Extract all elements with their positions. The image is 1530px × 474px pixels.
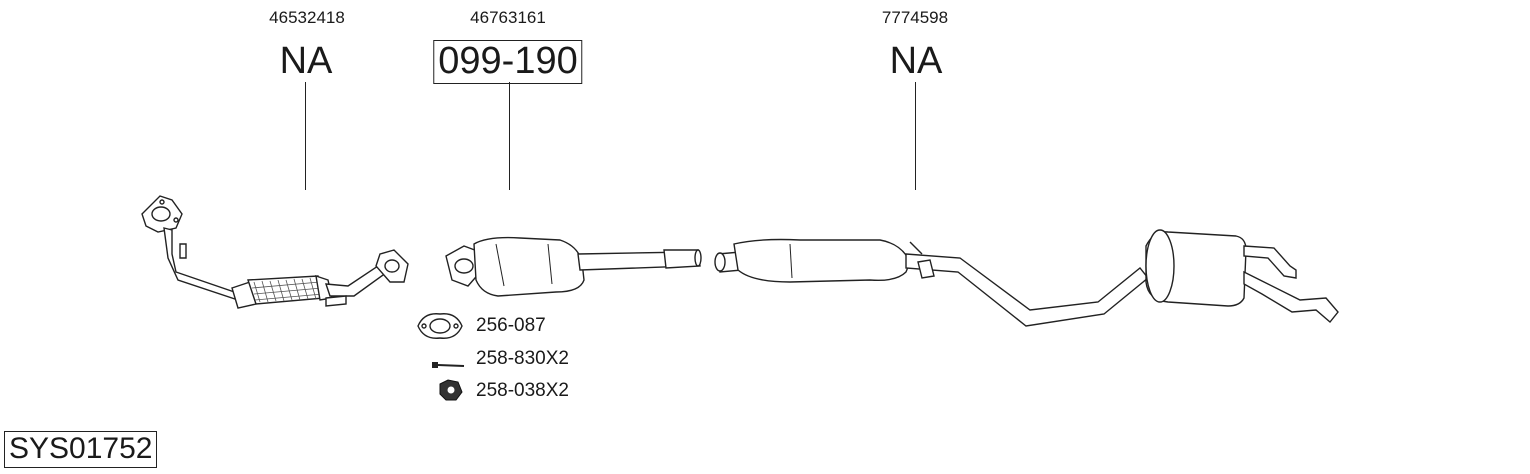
gasket-part-code[interactable]: 256-087 xyxy=(476,315,546,336)
nut-icon xyxy=(439,379,463,401)
system-id-label: SYS01752 xyxy=(4,431,158,468)
part-3-code[interactable]: NA xyxy=(889,40,943,82)
part-2-leader-line xyxy=(509,82,510,190)
part-1-code[interactable]: NA xyxy=(279,40,333,82)
part-3-oe-number: 7774598 xyxy=(881,8,949,27)
part-1-oe-number: 46532418 xyxy=(269,8,345,27)
gasket-icon xyxy=(417,313,463,339)
part-2-code[interactable]: 099-190 xyxy=(433,40,583,84)
part-3-leader-line xyxy=(915,82,916,190)
part-1-leader-line xyxy=(305,82,306,190)
bolt-part-code[interactable]: 258-830X2 xyxy=(476,348,569,369)
catalytic-converter-drawing[interactable] xyxy=(445,236,702,297)
part-2-oe-number: 46763161 xyxy=(470,8,546,27)
nut-part-code[interactable]: 258-038X2 xyxy=(476,380,569,401)
bolt-icon xyxy=(432,362,465,368)
rear-section-drawing[interactable] xyxy=(714,229,1339,327)
front-pipe-drawing[interactable] xyxy=(141,195,409,309)
